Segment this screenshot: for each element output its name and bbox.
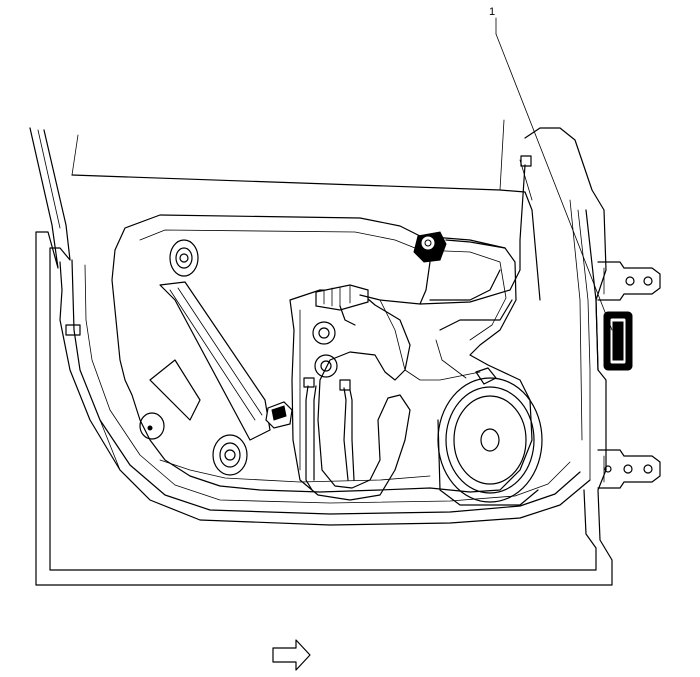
upper-hinge xyxy=(597,261,661,301)
lower-hinge xyxy=(597,449,661,489)
door-outer-shell xyxy=(29,119,613,586)
mounting-hole-upper-left xyxy=(169,239,199,277)
wiring-grommet-upper xyxy=(413,231,506,305)
inner-door-panel xyxy=(99,214,533,501)
window-regulator-rail xyxy=(149,281,271,441)
latch-connector xyxy=(315,155,532,326)
callout-label-1: 1 xyxy=(489,6,495,18)
door-edge-right xyxy=(569,199,599,481)
right-arrow-icon xyxy=(272,639,311,671)
fastener-left xyxy=(139,412,165,440)
latch-mechanism xyxy=(289,289,411,501)
wiring-harness xyxy=(303,299,497,491)
switch-bracket xyxy=(265,401,293,429)
door-speaker xyxy=(437,377,543,506)
callout-1: 1 xyxy=(489,6,613,331)
mounting-hole-lower-left xyxy=(212,434,248,476)
